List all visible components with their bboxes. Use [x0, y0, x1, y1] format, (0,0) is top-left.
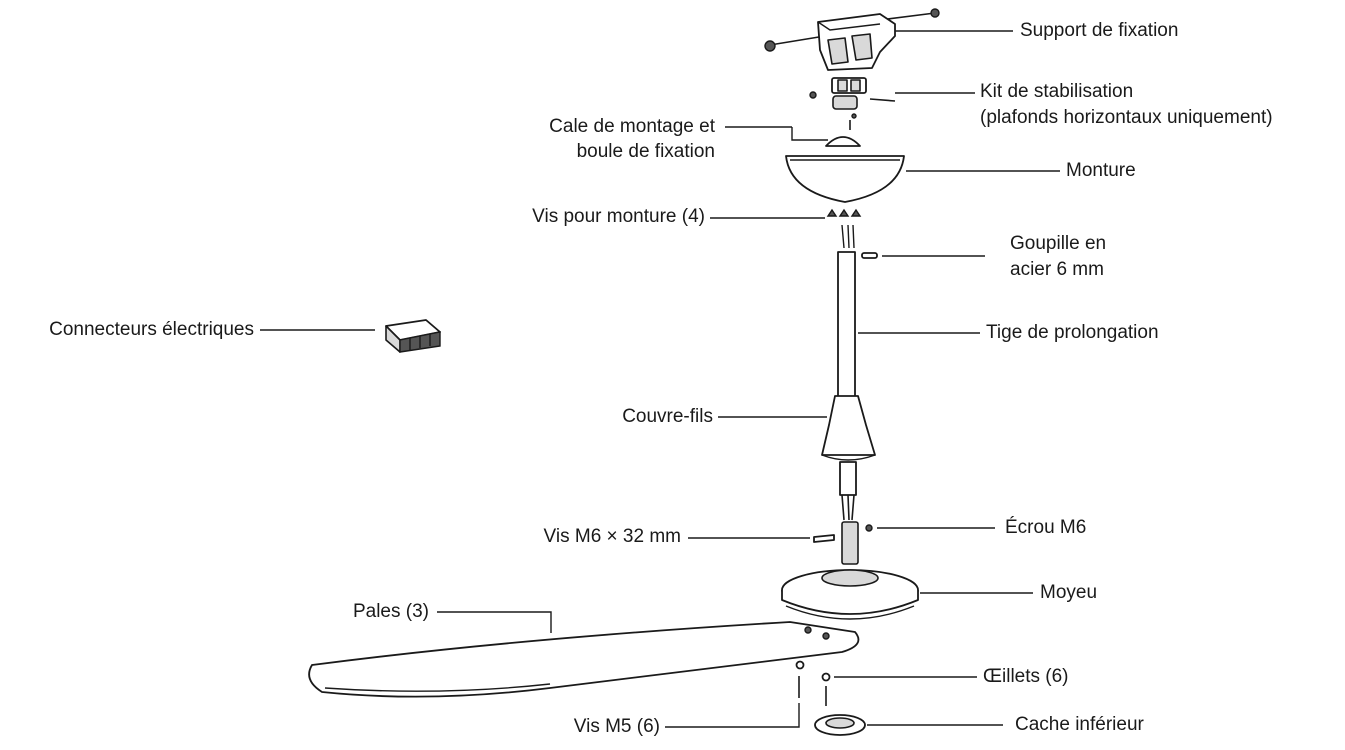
steel-pin [861, 252, 878, 259]
grommet [821, 672, 831, 682]
m6-screw [813, 534, 835, 543]
bottom-wires [841, 494, 855, 521]
electrical-connectors [385, 319, 441, 353]
label-pales: Pales (3) [352, 601, 429, 622]
hub-collar [841, 521, 859, 565]
stabilization-kit [809, 77, 896, 130]
mounting-bracket [764, 8, 940, 71]
coupling-cover [821, 395, 876, 496]
blade [308, 621, 860, 698]
label-support: Support de fixation [1020, 20, 1179, 41]
label-cale-line1: Cale de montage et [549, 116, 715, 137]
m6-nut [865, 524, 873, 532]
label-cache: Cache inférieur [1015, 714, 1144, 735]
label-goupille-line1: Goupille en [1010, 233, 1107, 254]
bottom-cap [814, 714, 866, 736]
leader-lines [260, 30, 1060, 728]
label-couvre-fils: Couvre-fils [622, 406, 713, 427]
label-kit-line1: Kit de stabilisation [980, 81, 1134, 102]
downrod [837, 251, 856, 403]
mounting-ball [825, 136, 861, 147]
label-moyeu: Moyeu [1040, 582, 1098, 603]
canopy [785, 155, 905, 203]
hub [781, 569, 919, 620]
grommet [795, 660, 805, 670]
label-ecrou: Écrou M6 [1005, 517, 1087, 538]
canopy-screws [826, 208, 862, 217]
label-kit-line2: (plafonds horizontaux uniquement) [980, 107, 1273, 128]
label-vis-m5: Vis M5 (6) [573, 716, 660, 737]
top-wires [841, 224, 855, 249]
label-monture: Monture [1066, 160, 1136, 181]
label-vis-m6: Vis M6 × 32 mm [543, 526, 681, 547]
label-oeillets: Œillets (6) [983, 666, 1069, 687]
label-cale-line2: boule de fixation [576, 141, 715, 162]
label-goupille-line2: acier 6 mm [1010, 259, 1104, 280]
label-vis-monture: Vis pour monture (4) [532, 206, 705, 227]
label-connecteurs: Connecteurs électriques [49, 319, 254, 340]
label-tige: Tige de prolongation [986, 322, 1159, 343]
